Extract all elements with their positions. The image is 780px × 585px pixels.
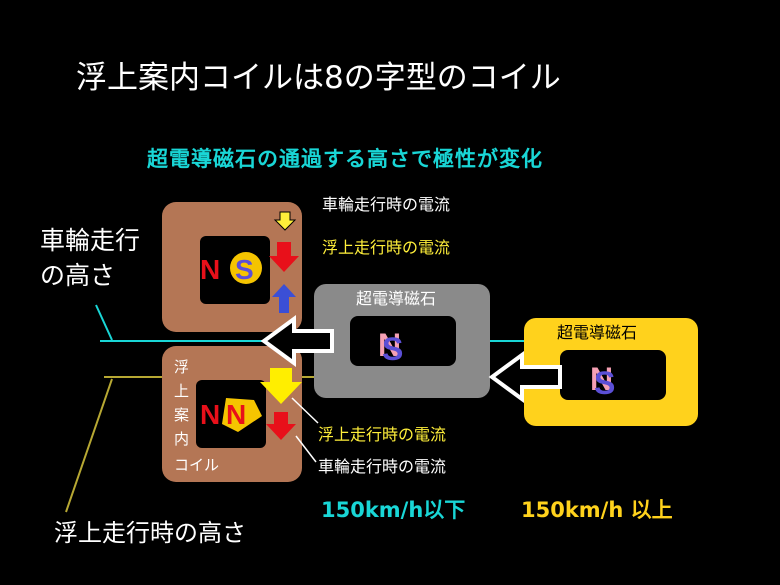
lower-coil: N N [162, 346, 302, 482]
red-down-arrow-lower-icon [266, 412, 296, 440]
yellow-down-arrow-icon [260, 368, 302, 404]
small-down-arrow-icon [273, 211, 297, 231]
label-current-wheel-top: 車輪走行時の電流 [322, 195, 450, 214]
label-magnet-right: 超電導磁石 [557, 323, 637, 342]
right-magnet-s: S [594, 365, 615, 401]
coil-caption-2: 上 [174, 382, 189, 400]
center-magnet-s: S [382, 331, 403, 367]
label-speed-above: 150km/h 以上 [521, 498, 673, 522]
right-magnet-n: N [590, 361, 613, 397]
wheel-leader-line [95, 304, 113, 341]
lower-coil-n-pole-1: N [200, 399, 220, 430]
movement-arrow-center-icon [260, 315, 334, 367]
red-down-arrow-icon [269, 242, 299, 272]
upper-coil: N S [162, 202, 302, 332]
label-current-lev-bottom: 浮上走行時の電流 [318, 425, 446, 444]
leader-lev-current [291, 397, 319, 424]
label-magnet-center: 超電導磁石 [356, 289, 436, 308]
label-wheel-height-2: の高さ [40, 261, 115, 290]
label-wheel-height-1: 車輪走行 [40, 226, 140, 255]
right-magnet: N S [524, 318, 698, 426]
center-magnet: N S [314, 284, 490, 398]
label-levitation-height: 浮上走行時の高さ [54, 519, 246, 547]
levitation-leader-line [65, 378, 113, 513]
coil-caption-5: コイル [174, 456, 219, 474]
page-title: 浮上案内コイルは8の字型のコイル [76, 60, 561, 96]
coil-caption-3: 案 [174, 406, 189, 424]
label-current-lev-top: 浮上走行時の電流 [322, 238, 450, 257]
movement-arrow-right-icon [488, 351, 562, 403]
upper-coil-s-pole: S [235, 254, 254, 285]
label-current-wheel-bottom: 車輪走行時の電流 [318, 457, 446, 476]
center-magnet-n: N [378, 327, 401, 363]
leader-wheel-current [295, 435, 317, 463]
lower-coil-n-pole-2: N [226, 399, 246, 430]
coil-caption-4: 内 [174, 430, 189, 448]
upper-coil-n-pole: N [200, 254, 220, 285]
page-subtitle: 超電導磁石の通過する高さで極性が変化 [147, 147, 543, 171]
label-speed-below: 150km/h以下 [321, 498, 465, 522]
blue-up-arrow-icon [272, 284, 296, 313]
coil-caption-1: 浮 [174, 358, 189, 376]
